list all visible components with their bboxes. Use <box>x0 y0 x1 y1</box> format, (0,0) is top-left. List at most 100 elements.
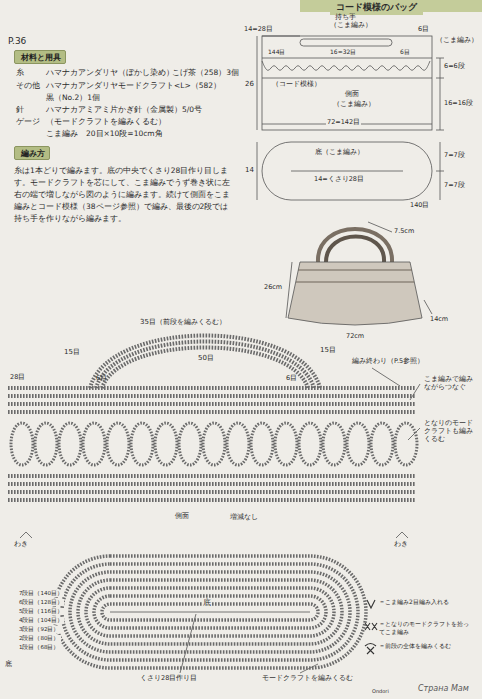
material-text: （モードクラフトを編みくるむ） <box>46 117 166 126</box>
stitch-row <box>8 410 415 414</box>
page-title: コード模様のバッグ <box>330 0 423 15</box>
dimension-label: 6目 <box>418 26 429 34</box>
part-name: 持ち手 <box>335 13 356 21</box>
dimension-label: 26cm <box>264 284 282 292</box>
material-text: ハマナカアンダリヤモードクラフト<L>（582） <box>46 81 221 90</box>
material-term: その他 <box>16 81 40 90</box>
row-label: 1段目（68目） <box>18 644 61 651</box>
chart-note: くさり28目作り目 <box>140 675 197 683</box>
bag-schematic <box>257 36 444 200</box>
stitch-note: （こま編み） <box>330 22 372 30</box>
chart-note: モードクラフトを編みくるむ <box>262 675 353 683</box>
heading-text: 材料と用具 <box>21 53 59 63</box>
dimension-tick <box>436 78 444 79</box>
dimension-label: 26 <box>244 80 255 88</box>
dimension-label: 140目 <box>410 202 429 210</box>
dimension-label: 14=28目 <box>244 26 273 34</box>
cord-loop <box>131 423 153 465</box>
bag-body <box>288 262 422 325</box>
bottom-round <box>86 588 334 636</box>
bottom-outline <box>262 142 432 200</box>
dimension-line <box>440 58 441 130</box>
stitch-symbol <box>367 600 375 608</box>
cord-loop <box>107 423 129 465</box>
stitch-count: 15目 <box>64 348 80 356</box>
leader-line <box>368 222 392 232</box>
bag-band <box>296 270 414 282</box>
row-label: 4段目（104目） <box>18 617 64 624</box>
stitch-count: 15目 <box>320 346 336 354</box>
dimension-tick <box>436 130 444 131</box>
stitch-note: （こま編み） <box>436 37 478 45</box>
leader-line <box>424 300 432 314</box>
stitch-symbol <box>364 598 379 611</box>
material-text: 黒（No.2）1個 <box>46 93 100 102</box>
cord-loop <box>299 423 321 465</box>
cord-wave <box>262 61 430 70</box>
material-text: こげ茶（258）3個 <box>172 68 239 77</box>
cord-loop <box>251 423 273 465</box>
row-label: 5段目（116目） <box>18 608 64 615</box>
row-label: 7段目（140目） <box>18 590 64 597</box>
dimension-label: 16=16段 <box>444 100 473 108</box>
dimension-label: 6目 <box>400 48 410 55</box>
legend-row: ＝こま編み2目編み入れる <box>364 598 471 611</box>
material-term: 針 <box>16 105 24 114</box>
dimension-label: 72=142目 <box>326 119 361 127</box>
cord-loop <box>83 423 105 465</box>
cord-loop <box>275 423 297 465</box>
part-name: 底 <box>5 660 12 668</box>
cord-loop <box>371 423 393 465</box>
part-name: 側面 <box>175 512 189 520</box>
stitch-row <box>8 474 415 478</box>
stitch-symbol <box>365 644 376 655</box>
material-text: ハマナカアンダリヤ（ぼかし染め） <box>46 68 174 77</box>
legend-row: ＝となりのモードクラフトを拾ってこま編み <box>364 620 471 635</box>
dimension-line <box>286 262 292 318</box>
leader-line <box>180 614 196 673</box>
stitch-symbol <box>364 642 379 655</box>
stitch-row <box>8 490 415 494</box>
cord-loop <box>35 423 57 465</box>
bottom-round <box>62 564 358 660</box>
dimension-line <box>262 36 300 37</box>
stitch-symbol <box>364 620 379 633</box>
legend-text: ＝となりのモードクラフトを拾ってこま編み <box>379 620 471 635</box>
dimension-line <box>257 36 258 130</box>
cord-loop <box>347 423 369 465</box>
stitch-rows <box>8 61 430 668</box>
section-heading: 材料と用具 <box>14 50 66 64</box>
bottom-round <box>70 572 350 652</box>
bag-illustration <box>286 222 432 325</box>
dimension-label: 14=くさり28目 <box>314 176 364 184</box>
bag-handle <box>318 229 392 262</box>
band-line <box>262 78 432 79</box>
cord-loop <box>155 423 177 465</box>
page-number: P.36 <box>8 36 26 47</box>
stitch-count: 6目 <box>96 375 107 383</box>
bag-handle <box>326 237 384 263</box>
dimension-label: 144目 <box>268 48 285 55</box>
row-label: 2段目（80目） <box>18 635 61 642</box>
dimension-tick <box>436 171 444 172</box>
side-label: わき <box>14 541 28 549</box>
stitch-row <box>8 482 415 486</box>
dimension-label: 6=6段 <box>444 63 465 71</box>
dimension-label: 16=32目 <box>330 48 356 55</box>
dimension-label: 14 <box>244 166 255 174</box>
stitch-count: 50目 <box>198 354 214 362</box>
cord-loop <box>179 423 201 465</box>
handle-hole <box>300 39 392 46</box>
bottom-round <box>78 580 342 644</box>
chain-line <box>291 171 403 172</box>
stitch-count: 28目 <box>10 374 25 382</box>
handle-stitches <box>90 336 320 389</box>
cord-loop <box>395 423 417 465</box>
bottom-round <box>54 556 366 668</box>
instruction-text: 糸は1本どりで編みます。底の中央でくさり28目作り目します。モードクラフトを芯に… <box>14 165 232 225</box>
cord-loop <box>323 423 345 465</box>
chart-note: 増減なし <box>230 514 258 522</box>
heading-text: 編み方 <box>21 149 43 159</box>
dimension-tick <box>436 58 444 59</box>
